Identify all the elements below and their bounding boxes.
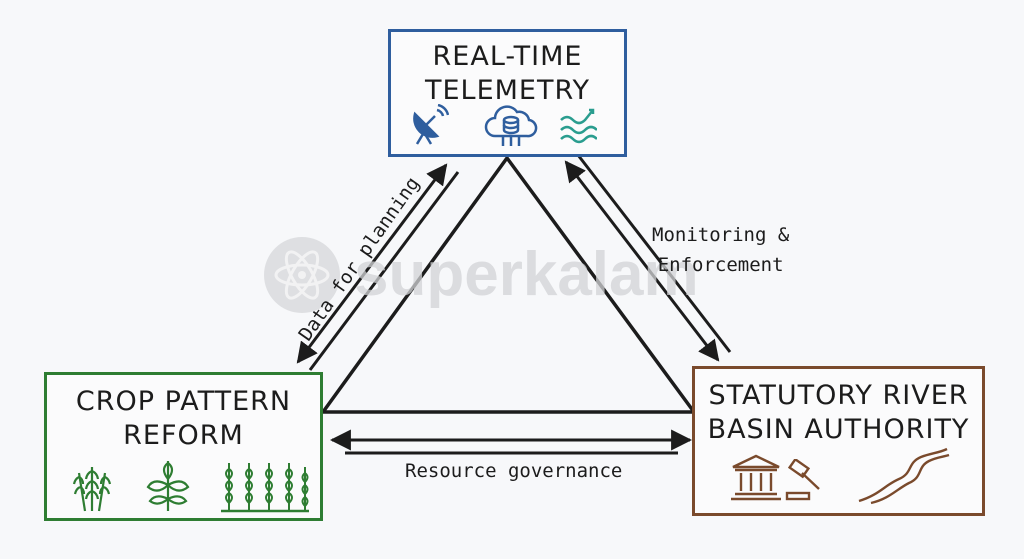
crop-box: CROP PATTERN REFORM: [44, 372, 323, 521]
authority-box: STATUTORY RIVER BASIN AUTHORITY: [692, 366, 985, 516]
label-monitoring-enforcement: Monitoring & Enforcement: [652, 224, 790, 276]
gavel-icon: [785, 459, 820, 501]
authority-title: STATUTORY RIVER BASIN AUTHORITY: [707, 380, 970, 445]
central-triangle: [321, 156, 696, 414]
cloud-database-icon: [484, 105, 538, 146]
telemetry-box: REAL-TIME TELEMETRY: [388, 29, 627, 157]
plant-icon: [146, 461, 190, 511]
telemetry-title: REAL-TIME TELEMETRY: [424, 41, 591, 106]
courthouse-icon: [731, 454, 781, 501]
label-resource-governance: Resource governance: [405, 460, 623, 482]
wheat-icon: [72, 467, 112, 512]
arrow-telemetry-authority: [564, 154, 732, 362]
satellite-dish-icon: [413, 104, 449, 145]
crop-rows-icon: [221, 463, 309, 513]
arrow-crop-authority: [329, 429, 693, 455]
arrow-telemetry-crop: [296, 163, 460, 371]
crop-title: CROP PATTERN REFORM: [75, 386, 292, 451]
river-icon: [858, 447, 950, 505]
trend-waves-icon: [560, 108, 597, 144]
